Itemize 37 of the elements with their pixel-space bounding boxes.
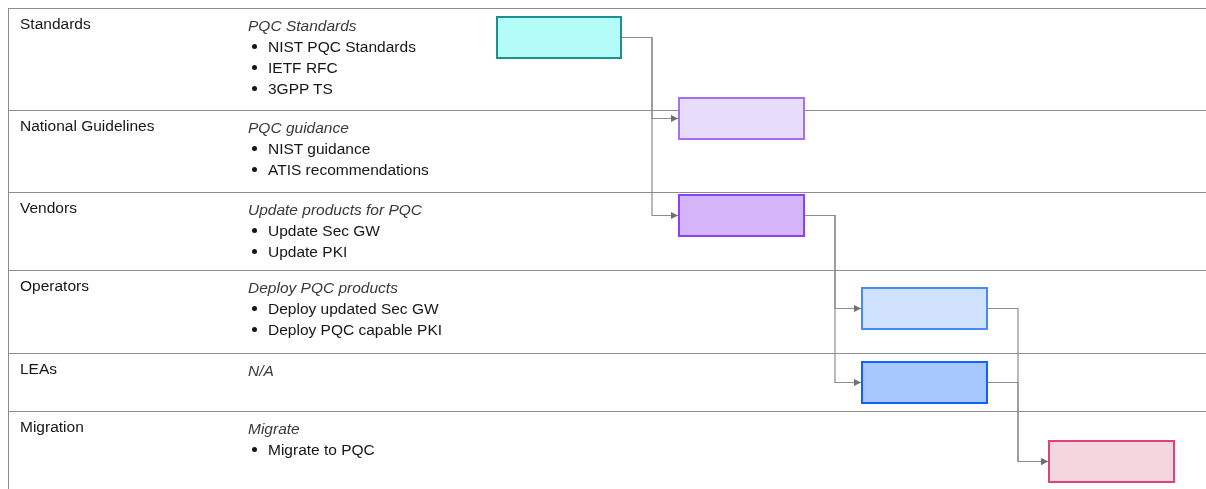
row-label: LEAs: [20, 360, 58, 378]
row-label: Migration: [20, 418, 84, 436]
timeline-box: [861, 361, 988, 404]
bullet-item: Update PKI: [248, 241, 423, 262]
bullet-item: NIST PQC Standards: [248, 36, 416, 57]
bullet-item: Deploy PQC capable PKI: [248, 319, 443, 340]
bullet-item: 3GPP TS: [248, 78, 416, 99]
bullet-item: ATIS recommendations: [248, 159, 429, 180]
table-row: [8, 270, 480, 353]
timeline-box: [678, 97, 805, 140]
bullet-item: NIST guidance: [248, 138, 429, 159]
connector-arrow: [621, 36, 679, 219]
timeline-box: [861, 287, 988, 330]
timeline-box: [1048, 440, 1175, 483]
table-row: [8, 192, 480, 270]
bullet-item: Deploy updated Sec GW: [248, 298, 443, 319]
row-heading: PQC Standards: [248, 16, 358, 36]
table-row: [8, 411, 480, 489]
connector-arrow: [804, 214, 862, 386]
bullet-item: Update Sec GW: [248, 220, 423, 241]
bullet-item: IETF RFC: [248, 57, 416, 78]
table-row: [8, 8, 480, 110]
row-label: Operators: [20, 277, 89, 295]
row-heading: Migrate: [248, 419, 301, 439]
row-label: Standards: [20, 15, 91, 33]
timeline-box: [496, 16, 622, 59]
row-heading: N/A: [248, 361, 274, 381]
table-row: [8, 353, 480, 411]
connector-arrow: [987, 381, 1049, 465]
row-heading: Update products for PQC: [248, 200, 423, 220]
timeline-box: [678, 194, 805, 237]
row-heading: PQC guidance: [248, 118, 350, 138]
row-heading: Deploy PQC products: [248, 278, 399, 298]
row-label: National Guidelines: [20, 117, 155, 135]
table-row: [8, 110, 480, 192]
bullet-item: Migrate to PQC: [248, 439, 375, 460]
row-label: Vendors: [20, 199, 77, 217]
